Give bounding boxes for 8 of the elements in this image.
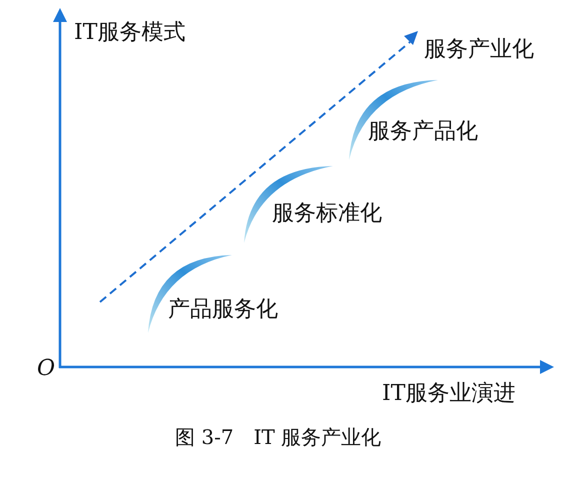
origin-label: O [37,356,56,382]
axis-label: IT服务业演进 [382,381,516,408]
stage-label: 服务标准化 [272,201,382,228]
stage-label: 产品服务化 [168,297,278,324]
figure-caption: 图 3-7 IT 服务产业化 [175,425,382,449]
stage-label: 服务产业化 [424,37,534,64]
stage-label: 服务产品化 [368,119,478,146]
axis-label: IT服务模式 [74,20,186,46]
